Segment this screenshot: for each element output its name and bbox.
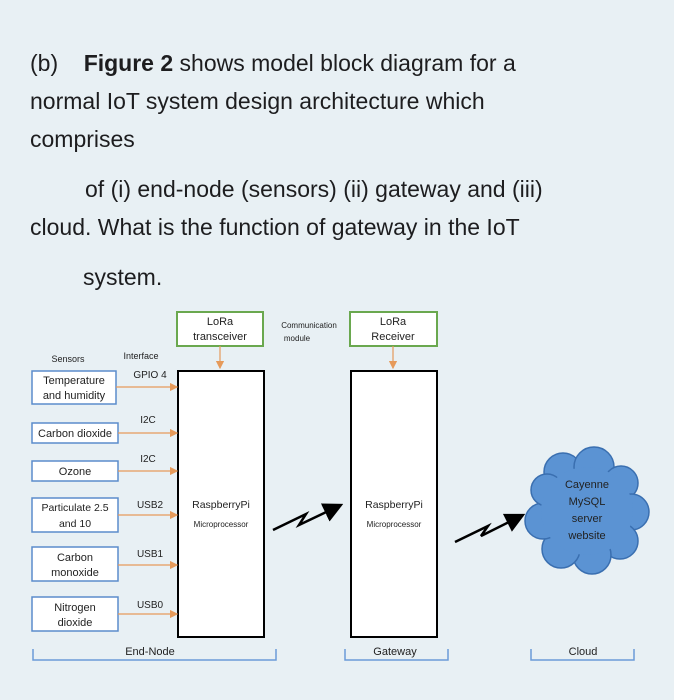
svg-text:RaspberryPi: RaspberryPi <box>365 499 423 511</box>
communication-header-2: module <box>284 334 311 343</box>
svg-text:Ozone: Ozone <box>59 466 91 478</box>
cloud-label: Cloud <box>569 646 598 658</box>
question-line-3: comprises <box>30 126 135 152</box>
part-label: (b) <box>30 50 59 76</box>
end-node-processor-box: RaspberryPi Microprocessor <box>177 370 265 638</box>
communication-header-1: Communication <box>281 321 337 330</box>
figure-reference: Figure 2 <box>83 50 174 76</box>
cloud-bracket: Cloud <box>530 646 635 661</box>
svg-text:Particulate 2.5: Particulate 2.5 <box>41 502 108 514</box>
interface-usb0: USB0 <box>137 600 164 611</box>
wireless-link-icon-2 <box>454 513 526 544</box>
question-line-6: system. <box>83 264 163 290</box>
lora-receiver-box: LoRa Receiver <box>349 311 438 347</box>
interface-i2c-1: I2C <box>140 415 156 426</box>
svg-text:Microprocessor: Microprocessor <box>194 520 249 529</box>
interface-gpio4: GPIO 4 <box>133 370 167 381</box>
end-node-bracket: End-Node <box>32 646 277 661</box>
svg-text:Receiver: Receiver <box>371 331 415 343</box>
svg-text:LoRa: LoRa <box>207 316 234 328</box>
svg-text:Temperature: Temperature <box>43 375 105 387</box>
svg-text:MySQL: MySQL <box>569 496 606 508</box>
sensor-carbon-monoxide: Carbon monoxide <box>31 546 119 582</box>
interface-header: Interface <box>123 351 158 361</box>
svg-text:dioxide: dioxide <box>58 617 93 629</box>
sensor-nitrogen-dioxide: Nitrogen dioxide <box>31 596 119 632</box>
svg-text:RaspberryPi: RaspberryPi <box>192 499 250 511</box>
gateway-processor-box: RaspberryPi Microprocessor <box>350 370 438 638</box>
svg-text:monoxide: monoxide <box>51 567 99 579</box>
question-line-1: (b) Figure 2 shows model block diagram f… <box>30 50 516 76</box>
lora-transceiver-box: LoRa transceiver <box>176 311 264 347</box>
svg-text:Carbon dioxide: Carbon dioxide <box>38 428 112 440</box>
end-node-label: End-Node <box>125 646 175 658</box>
svg-text:Microprocessor: Microprocessor <box>367 520 422 529</box>
svg-text:Carbon: Carbon <box>57 552 93 564</box>
question-line-2: normal IoT system design architecture wh… <box>30 88 485 114</box>
gateway-label: Gateway <box>373 646 417 658</box>
gateway-bracket: Gateway <box>344 646 449 661</box>
sensor-carbon-dioxide: Carbon dioxide <box>31 422 119 444</box>
sensor-particulate: Particulate 2.5 and 10 <box>31 497 119 533</box>
wireless-link-icon <box>272 503 344 532</box>
svg-text:LoRa: LoRa <box>380 316 407 328</box>
sensors-header: Sensors <box>51 354 85 364</box>
sensor-ozone: Ozone <box>31 460 119 482</box>
cloud-icon: Cayenne MySQL server website <box>524 446 650 575</box>
svg-text:transceiver: transceiver <box>193 331 247 343</box>
question-line-4: of (i) end-node (sensors) (ii) gateway a… <box>85 176 543 202</box>
interface-usb2: USB2 <box>137 500 164 511</box>
question-line-5: cloud. What is the function of gateway i… <box>30 214 520 240</box>
svg-text:server: server <box>572 513 603 525</box>
interface-usb1: USB1 <box>137 549 164 560</box>
svg-text:Nitrogen: Nitrogen <box>54 602 96 614</box>
svg-text:and 10: and 10 <box>59 518 91 530</box>
svg-text:Cayenne: Cayenne <box>565 479 609 491</box>
interface-i2c-2: I2C <box>140 454 156 465</box>
question-text: (b) Figure 2 shows model block diagram f… <box>30 44 650 296</box>
svg-text:and humidity: and humidity <box>43 390 106 402</box>
sensor-temperature-humidity: Temperature and humidity <box>31 370 117 405</box>
svg-text:website: website <box>567 530 605 542</box>
